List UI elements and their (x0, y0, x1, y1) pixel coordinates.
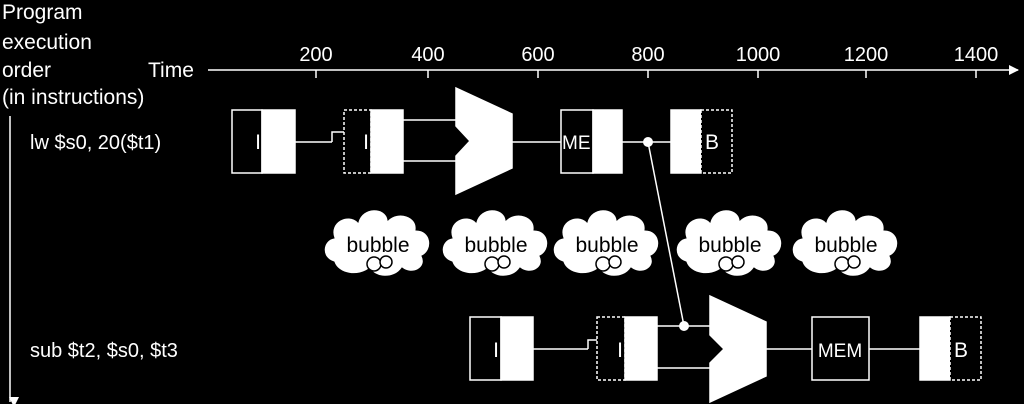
time-label: Time (148, 59, 194, 82)
stage-label: I (363, 131, 369, 154)
program-order-line-3: order (2, 59, 51, 82)
stage-wb: B (670, 109, 733, 174)
bubble-label: bubble (464, 234, 527, 257)
program-order-line-2: execution (2, 31, 92, 54)
bubble-label: bubble (814, 234, 877, 257)
time-ticks: 200 400 600 800 1000 1200 1400 (299, 44, 998, 78)
bubble-label: bubble (346, 234, 409, 257)
tick-label: 800 (631, 44, 664, 66)
tick-label: 1200 (844, 44, 889, 66)
instruction-row-lw: lw $s0, 20($t1) I I ME (30, 86, 733, 196)
instruction-row-sub: sub $t2, $s0, $t3 I I MEM (30, 294, 982, 404)
program-order-label: Program execution order (in instructions… (2, 1, 144, 109)
tick-label: 1400 (954, 44, 999, 66)
tick-label: 400 (411, 44, 444, 66)
bubble-cloud: bubble (552, 209, 660, 277)
stage-reg: I (343, 109, 404, 174)
forwarding-path (647, 141, 685, 327)
stage-if: I (231, 109, 296, 174)
bubble-cloud: bubble (441, 209, 549, 277)
bubbles: bubble bubble bubble bubble bubble (323, 209, 899, 277)
instruction-label: lw $s0, 20($t1) (30, 132, 161, 154)
bubble-cloud: bubble (791, 209, 899, 277)
tick-label: 600 (521, 44, 554, 66)
stage-reg: I (596, 316, 658, 381)
stage-if: I (469, 316, 534, 381)
stage-wb: B (919, 316, 982, 381)
instruction-label: sub $t2, $s0, $t3 (30, 340, 178, 362)
stage-label: I (617, 339, 623, 362)
bubble-cloud: bubble (323, 209, 431, 277)
tick-label: 1000 (736, 44, 781, 66)
stage-label: I (493, 339, 499, 362)
stage-mem: MEM (811, 316, 870, 381)
bubble-label: bubble (575, 234, 638, 257)
alu-shape (455, 86, 513, 196)
bubble-label: bubble (698, 234, 761, 257)
bubble-cloud: bubble (675, 209, 783, 277)
stage-label: I (255, 131, 261, 154)
stage-label: B (705, 131, 719, 154)
stage-label: B (954, 339, 968, 362)
program-order-line-4: (in instructions) (2, 86, 144, 109)
stage-label: MEM (818, 341, 862, 362)
alu-shape (709, 294, 767, 404)
stage-mem: ME (560, 109, 623, 174)
program-order-line-1: Program (2, 1, 83, 24)
stage-label: ME (562, 133, 591, 154)
tick-label: 200 (299, 44, 332, 66)
